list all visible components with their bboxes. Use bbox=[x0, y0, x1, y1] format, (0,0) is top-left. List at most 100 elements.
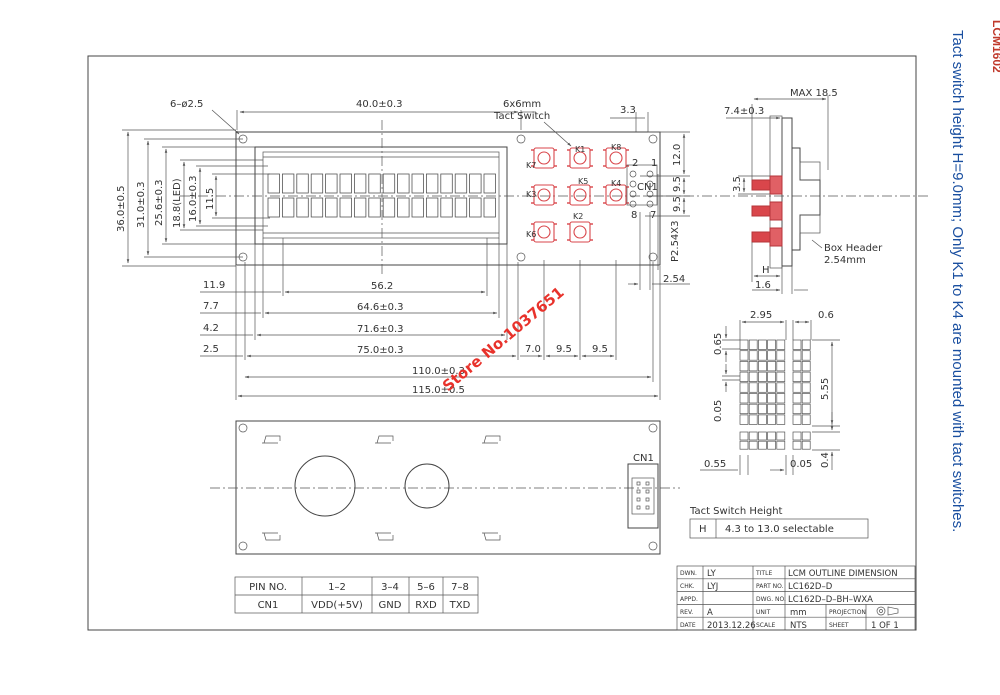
side-3-5: 3.5 bbox=[732, 176, 743, 192]
pixel-dot bbox=[801, 371, 811, 382]
pixel-dot bbox=[776, 371, 786, 382]
lcd-char-cell bbox=[382, 197, 396, 218]
tact-label-k2: K2 bbox=[573, 212, 583, 221]
h-110: 110.0±0.3 bbox=[412, 366, 465, 377]
tb-title-k: TITLE bbox=[755, 570, 772, 577]
d-7-0: 7.0 bbox=[525, 344, 541, 355]
lcd-char-cell bbox=[382, 173, 396, 194]
lcd-char-cell bbox=[267, 173, 280, 194]
pixel-dot bbox=[801, 339, 811, 350]
pixel-dot bbox=[748, 339, 758, 350]
tb-chk-v: LYJ bbox=[707, 582, 718, 592]
pixel-dot bbox=[792, 431, 802, 441]
drawing-frame bbox=[87, 55, 917, 631]
pin-row-cell: CN1 bbox=[258, 600, 279, 611]
pixel-dot bbox=[767, 350, 776, 361]
lcd-char-cell bbox=[411, 173, 424, 194]
pixel-dot bbox=[767, 431, 776, 441]
lcd-char-cell bbox=[310, 173, 324, 194]
pixel-dot bbox=[748, 382, 758, 393]
v-36: 36.0±0.5 bbox=[116, 185, 127, 232]
tb-appd-k: APPD. bbox=[680, 596, 698, 603]
h-71-6: 71.6±0.3 bbox=[357, 324, 404, 335]
lcd-char-cell bbox=[325, 173, 338, 194]
pixel-detail: 2.95 0.6 0.65 5.55 0.05 0.55 0.05 0.4 bbox=[700, 310, 840, 475]
pix-0-55: 0.55 bbox=[704, 459, 726, 470]
pixel-dot bbox=[739, 350, 749, 361]
pixel-dot bbox=[739, 431, 749, 441]
pixel-dot bbox=[801, 350, 811, 361]
pixel-dot bbox=[776, 431, 786, 441]
tb-sheet-v: 1 OF 1 bbox=[871, 621, 899, 631]
pix-0-6: 0.6 bbox=[818, 310, 834, 321]
lcd-character-grid bbox=[267, 173, 496, 218]
pin-header-cell: 7–8 bbox=[451, 582, 469, 593]
lcd-char-cell bbox=[483, 197, 496, 218]
pix-0-65: 0.65 bbox=[713, 333, 724, 355]
pixel-dot bbox=[801, 382, 811, 393]
v-18-8: 18.8(LED) bbox=[172, 178, 183, 228]
pix-0-4: 0.4 bbox=[820, 452, 831, 468]
tact-switch-k7: K7 bbox=[526, 147, 557, 170]
projection-symbol bbox=[876, 606, 899, 616]
v-25-6: 25.6±0.3 bbox=[154, 179, 165, 226]
pixel-dot bbox=[758, 403, 767, 415]
pin-2-label: 2 bbox=[632, 158, 638, 169]
tact-switch-k4: K4 bbox=[603, 179, 629, 206]
pixel-dot bbox=[758, 440, 767, 450]
back-cn1-label: CN1 bbox=[633, 453, 654, 464]
pixel-dot bbox=[767, 339, 776, 350]
tb-part-v: LC162D–D bbox=[788, 582, 833, 592]
pin-1-label: 1 bbox=[651, 158, 657, 169]
lcd-char-cell bbox=[440, 173, 453, 194]
lcd-char-cell bbox=[368, 173, 381, 194]
pixel-dot bbox=[758, 414, 767, 425]
pixel-dot bbox=[748, 403, 758, 415]
pixel-dot bbox=[748, 393, 758, 404]
side-h: H bbox=[762, 265, 770, 276]
pixel-dot bbox=[776, 350, 786, 361]
lcd-char-cell bbox=[310, 197, 324, 218]
lcd-char-cell bbox=[353, 197, 367, 218]
lcd-char-cell bbox=[339, 173, 352, 194]
r-9-5a: 9.5 bbox=[672, 176, 683, 192]
tact-height-title: Tact Switch Height bbox=[689, 506, 783, 517]
tact-label-k8: K8 bbox=[611, 143, 621, 152]
pix-0-05b: 0.05 bbox=[790, 459, 812, 470]
h-56-2: 56.2 bbox=[371, 281, 393, 292]
bezel-inner bbox=[262, 151, 500, 239]
pin-header-cell: 5–6 bbox=[417, 582, 435, 593]
tb-rev-k: REV. bbox=[680, 609, 693, 616]
pixel-dot bbox=[801, 431, 811, 441]
pixel-dot bbox=[801, 403, 811, 415]
pin-7-label: 7 bbox=[650, 210, 656, 221]
back-cutout-large bbox=[294, 455, 356, 517]
pixel-dot bbox=[739, 361, 749, 372]
pixel-dot bbox=[748, 414, 758, 425]
pixel-dot bbox=[758, 431, 767, 441]
back-view: CN1 bbox=[210, 420, 680, 555]
pcb-outline bbox=[235, 131, 661, 266]
pixel-dot bbox=[748, 361, 758, 372]
store-watermark: Store No.1037651 bbox=[439, 283, 568, 395]
pix-5-55: 5.55 bbox=[820, 378, 831, 400]
tact-switch-k2: K2 bbox=[567, 212, 593, 243]
lcd-char-cell bbox=[281, 173, 295, 194]
pin-row-cell: GND bbox=[379, 600, 402, 611]
pin-row-cell: RXD bbox=[415, 600, 437, 611]
pixel-dot bbox=[776, 339, 786, 350]
lcd-char-cell bbox=[411, 197, 424, 218]
pixel-dot bbox=[758, 339, 767, 350]
pixel-dot bbox=[739, 339, 749, 350]
back-cutout-small bbox=[404, 463, 450, 509]
tact-label-k1: K1 bbox=[575, 145, 585, 154]
pix-0-05a: 0.05 bbox=[713, 400, 724, 422]
pixel-dot bbox=[767, 371, 776, 382]
d-9-5b: 9.5 bbox=[592, 344, 608, 355]
l-7-7: 7.7 bbox=[203, 301, 219, 312]
tact-switch-k1: K1 bbox=[567, 145, 593, 169]
cn1-connector bbox=[626, 164, 658, 206]
